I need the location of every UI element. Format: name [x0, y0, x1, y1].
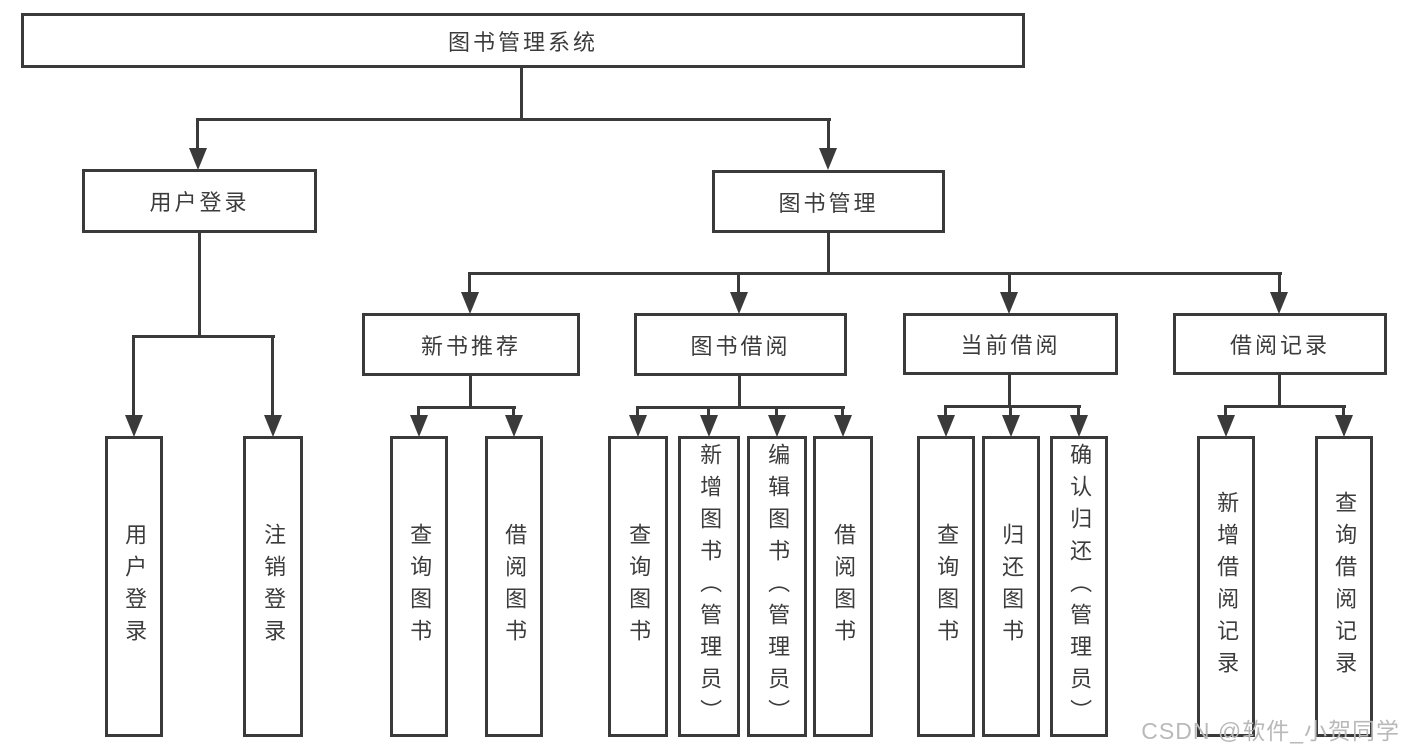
node-query-books-3: 查询图书 [917, 436, 975, 737]
arrow-down-icon [629, 415, 647, 437]
arrow-down-icon [700, 415, 718, 437]
node-book-management: 图书管理 [712, 170, 945, 233]
connector-line [637, 406, 845, 409]
arrow-down-icon [834, 415, 852, 437]
connector-line [636, 406, 639, 416]
connector-line [512, 406, 515, 416]
connector-line [1008, 375, 1011, 408]
node-label: 图书借阅 [690, 333, 791, 359]
connector-line [1342, 405, 1345, 416]
node-return-books: 归还图书 [982, 436, 1040, 737]
connector-line [469, 272, 1282, 275]
node-user-login-leaf: 用户登录 [105, 436, 163, 737]
csdn-watermark: CSDN @软件_小贺同学 [1141, 718, 1400, 744]
connector-line [418, 406, 516, 409]
connector-line [827, 118, 830, 151]
node-borrowing-records: 借阅记录 [1173, 313, 1387, 375]
connector-line [469, 376, 472, 409]
node-label: 用户登录 [149, 190, 250, 215]
arrow-down-icon [1335, 415, 1353, 437]
node-current-borrowing: 当前借阅 [903, 313, 1118, 375]
node-label: 查询图书 [407, 522, 433, 651]
node-new-book-recommendation: 新书推荐 [362, 313, 580, 376]
connector-line [1224, 405, 1227, 416]
arrow-down-icon [937, 415, 955, 437]
connector-line [271, 335, 274, 417]
node-add-books-admin: 新增图书（管理员） [678, 436, 740, 737]
node-add-borrow-record: 新增借阅记录 [1197, 436, 1255, 737]
node-label: 当前借阅 [960, 333, 1061, 358]
node-label: 确认归还（管理员） [1067, 442, 1093, 731]
node-query-borrow-record: 查询借阅记录 [1315, 436, 1373, 737]
node-label: 编辑图书（管理员） [765, 442, 791, 731]
node-library-management-system: 图书管理系统 [21, 13, 1025, 68]
node-label: 图书管理 [778, 190, 879, 216]
arrow-down-icon [125, 415, 143, 437]
arrow-down-icon [768, 415, 786, 437]
connector-line [945, 405, 1081, 408]
connector-line [738, 376, 741, 409]
node-label: 借阅图书 [831, 522, 857, 651]
connector-line [944, 405, 947, 416]
node-label: 查询图书 [934, 522, 960, 651]
connector-line [197, 118, 831, 121]
arrow-down-icon [505, 415, 523, 437]
node-query-books-2: 查询图书 [608, 436, 668, 737]
connector-line [1008, 272, 1011, 293]
node-label: 新增图书（管理员） [697, 442, 723, 731]
connector-line [1077, 405, 1080, 416]
connector-line [827, 233, 830, 275]
node-confirm-return-admin: 确认归还（管理员） [1050, 436, 1108, 737]
arrow-down-icon [1002, 415, 1020, 437]
arrow-down-icon [264, 415, 282, 437]
connector-line [417, 406, 420, 416]
connector-line [468, 272, 471, 293]
node-user-login: 用户登录 [82, 169, 317, 233]
arrow-down-icon [730, 292, 748, 314]
connector-line [737, 272, 740, 293]
connector-line [198, 233, 201, 338]
arrow-down-icon [1070, 415, 1088, 437]
arrow-down-icon [1217, 415, 1235, 437]
node-label: 查询图书 [626, 522, 652, 651]
node-label: 用户登录 [122, 522, 148, 651]
connector-line [132, 335, 135, 417]
node-label: 归还图书 [999, 522, 1025, 651]
connector-line [775, 406, 778, 416]
node-logout: 注销登录 [243, 436, 303, 737]
connector-line [707, 406, 710, 416]
connector-line [196, 118, 199, 151]
node-label: 注销登录 [261, 522, 287, 651]
node-borrow-books-2: 借阅图书 [813, 436, 873, 737]
node-label: 新书推荐 [420, 333, 521, 359]
arrow-down-icon [819, 148, 837, 170]
connector-line [1225, 405, 1346, 408]
arrow-down-icon [1270, 292, 1288, 314]
node-label: 图书管理系统 [447, 29, 598, 55]
arrow-down-icon [189, 148, 207, 170]
connector-line [1009, 405, 1012, 416]
connector-line [1278, 375, 1281, 408]
connector-line [520, 68, 523, 120]
node-query-books-1: 查询图书 [390, 436, 448, 737]
arrow-down-icon [1000, 292, 1018, 314]
node-label: 新增借阅记录 [1214, 490, 1240, 683]
node-edit-books-admin: 编辑图书（管理员） [747, 436, 807, 737]
node-borrow-books-1: 借阅图书 [485, 436, 543, 737]
arrow-down-icon [410, 415, 428, 437]
node-label: 借阅记录 [1229, 333, 1330, 358]
node-label: 查询借阅记录 [1332, 490, 1358, 683]
arrow-down-icon [461, 292, 479, 314]
node-label: 借阅图书 [502, 522, 528, 651]
connector-line [1278, 272, 1281, 293]
node-book-borrowing: 图书借阅 [634, 313, 847, 376]
connector-line [133, 335, 275, 338]
connector-line [841, 406, 844, 416]
